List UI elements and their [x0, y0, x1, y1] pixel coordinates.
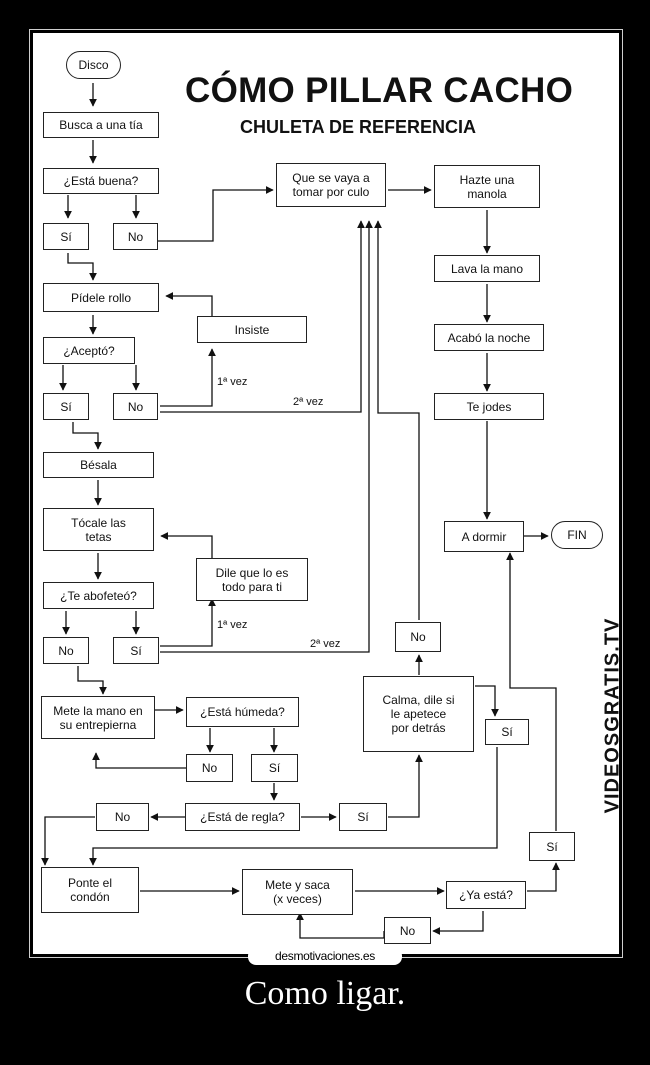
node-abofeteo-si: Sí [113, 637, 159, 664]
node-humeda-si: Sí [251, 754, 298, 782]
node-regla-no: No [96, 803, 149, 831]
node-esta-humeda: ¿Está húmeda? [186, 697, 299, 727]
site-label[interactable]: desmotivaciones.es [248, 948, 402, 965]
poster-subtitle: CHULETA DE REFERENCIA [240, 117, 477, 137]
node-calma-no: No [395, 622, 441, 652]
node-calma-si: Sí [485, 719, 529, 745]
arrow-insiste-pidele [165, 292, 213, 316]
node-ya-esta: ¿Ya está? [446, 881, 526, 909]
arrow-si-pidele [67, 253, 97, 281]
node-esta-regla: ¿Está de regla? [185, 803, 300, 831]
node-acepto-si: Sí [43, 393, 89, 420]
arrow-si-dile [160, 598, 216, 647]
node-lava-mano: Lava la mano [434, 255, 540, 282]
node-regla-si: Sí [339, 803, 387, 831]
arrow-si-besala [72, 422, 102, 450]
poster-title: CÓMO PILLAR CACHO [185, 71, 574, 110]
arrow-no2-quesevaya [160, 220, 365, 413]
node-buena-no: No [113, 223, 158, 250]
node-ponte-condon: Ponte el condón [41, 867, 139, 913]
label-primera-vez-1: 1ª vez [217, 376, 248, 388]
arrow-no-insiste [160, 348, 216, 407]
flowchart-poster: CÓMO PILLAR CACHO CHULETA DE REFERENCIA [33, 33, 619, 954]
node-disco: Disco [66, 51, 121, 79]
node-ya-si: Sí [529, 832, 575, 861]
arrow-si-calma [388, 754, 423, 818]
node-a-dormir: A dormir [444, 521, 524, 552]
label-segunda-vez-1: 2ª vez [293, 396, 324, 408]
arrow-si-ponte [89, 747, 498, 866]
caption: Como ligar. [244, 975, 406, 1012]
node-acabo-noche: Acabó la noche [434, 324, 544, 351]
label-segunda-vez-2: 2ª vez [310, 638, 341, 650]
node-hazte-manola: Hazte una manola [434, 165, 540, 208]
node-te-jodes: Te jodes [434, 393, 544, 420]
flow-connectors [41, 83, 560, 939]
node-abofeteo: ¿Te abofeteó? [43, 582, 154, 609]
node-fin: FIN [551, 521, 603, 549]
arrow-si2-quesevaya [160, 220, 373, 653]
node-abofeteo-no: No [43, 637, 89, 664]
node-dile-todo: Dile que lo es todo para ti [196, 558, 308, 601]
node-acepto-no: No [113, 393, 158, 420]
arrow-no-ponte [41, 816, 95, 866]
node-besala: Bésala [43, 452, 154, 478]
node-busca-tia: Busca a una tía [43, 112, 159, 138]
node-calma: Calma, dile si le apetece por detrás [363, 676, 474, 752]
node-pidele-rollo: Pídele rollo [43, 283, 159, 312]
node-que-se-vaya: Que se vaya a tomar por culo [276, 163, 386, 207]
node-buena-si: Sí [43, 223, 89, 250]
arrow-no-metesaca [296, 912, 385, 939]
arrow-no-metemano-back [92, 752, 186, 769]
arrow-si-dormir [506, 552, 557, 831]
arrow-yaesta-si [527, 862, 560, 892]
arrow-no-quesevaya [158, 186, 274, 242]
arrow-no-quesevaya-long [374, 220, 420, 620]
arrow-dile-tocale [160, 532, 213, 558]
node-tocale-tetas: Tócale las tetas [43, 508, 154, 551]
arrow-yaesta-no [432, 911, 484, 935]
arrow-calma-si [475, 685, 499, 717]
node-mete-saca: Mete y saca (x veces) [242, 869, 353, 915]
node-acepto: ¿Aceptó? [43, 337, 135, 364]
node-humeda-no: No [186, 754, 233, 782]
node-insiste: Insiste [197, 316, 307, 343]
node-esta-buena: ¿Está buena? [43, 168, 159, 194]
node-mete-mano: Mete la mano en su entrepierna [41, 696, 155, 739]
watermark: VIDEOSGRATIS.TV [601, 617, 619, 813]
node-ya-no: No [384, 917, 431, 944]
label-primera-vez-2: 1ª vez [217, 619, 248, 631]
arrow-no-metemano [77, 666, 107, 695]
